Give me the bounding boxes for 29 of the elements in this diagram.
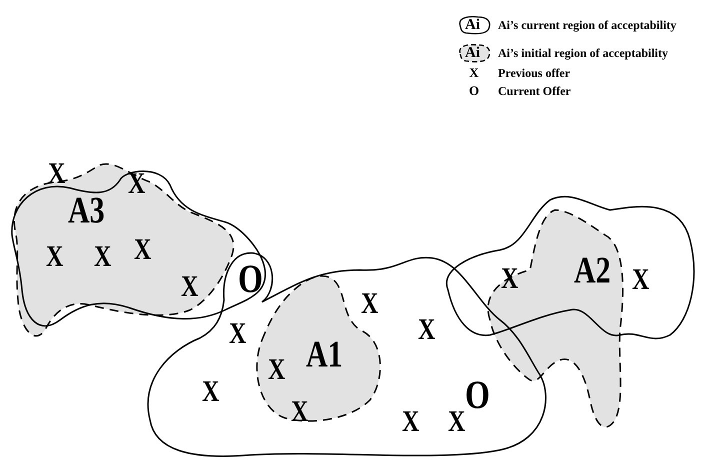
initial-region <box>487 209 624 428</box>
previous-offer-mark: X <box>501 264 518 294</box>
previous-offer-mark: X <box>128 169 146 199</box>
previous-offer-mark: X <box>46 242 64 272</box>
legend-text: Ai’s current region of acceptability <box>498 19 676 31</box>
current-offer-mark: O <box>238 258 263 298</box>
legend-text: Ai’s initial region of acceptability <box>498 47 668 59</box>
legend-text: Previous offer <box>498 66 570 78</box>
previous-offer-mark: X <box>291 397 308 427</box>
current-offer-mark: O <box>468 84 480 97</box>
previous-offer-mark: X <box>229 319 246 349</box>
previous-offer-mark: X <box>448 407 466 437</box>
region-label: A3 <box>68 192 105 230</box>
current-offer-mark: O <box>465 374 490 414</box>
region-label: A1 <box>306 336 343 374</box>
previous-offer-mark: X <box>402 407 420 437</box>
previous-offer-mark: X <box>134 235 152 265</box>
previous-offer-mark: X <box>94 242 112 272</box>
previous-offer-mark: X <box>469 66 479 79</box>
sample-label: Ai <box>465 18 480 33</box>
region-label: A2 <box>574 252 611 290</box>
legend-text: Current Offer <box>498 84 571 96</box>
previous-offer-mark: X <box>361 289 378 319</box>
previous-offer-mark: X <box>202 377 220 407</box>
previous-offer-mark: X <box>268 355 286 385</box>
previous-offer-mark: X <box>181 272 198 302</box>
previous-offer-mark: X <box>632 265 650 295</box>
previous-offer-mark: X <box>418 315 436 345</box>
sample-label: Ai <box>465 46 480 61</box>
